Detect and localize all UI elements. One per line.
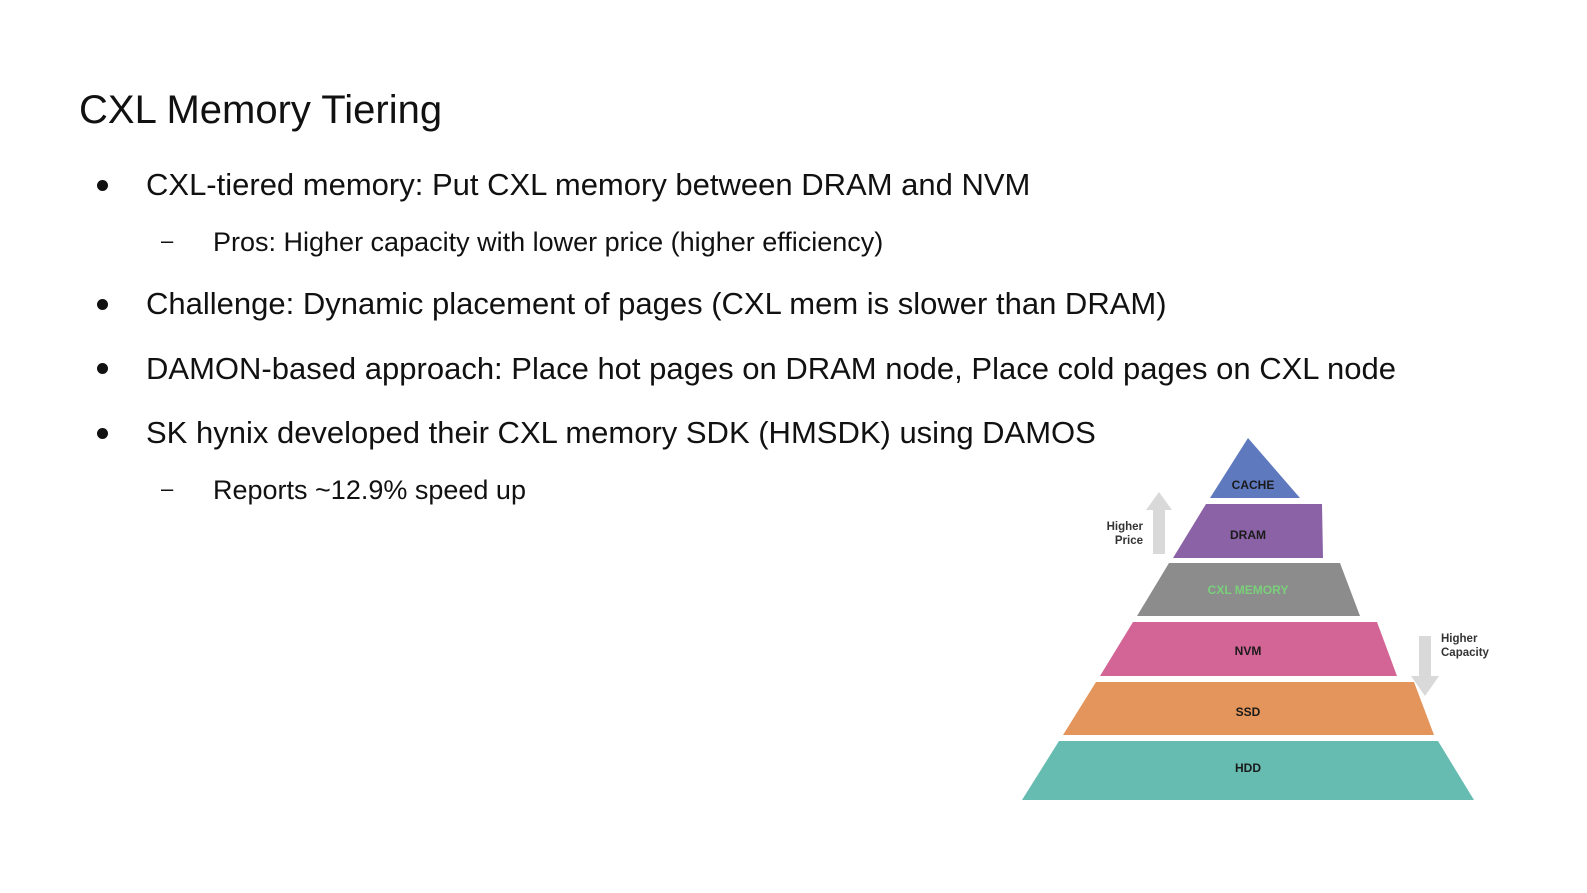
- bullet-dot: [97, 180, 108, 191]
- tier-nvm: [1100, 622, 1397, 676]
- bullet-1: CXL-tiered memory: Put CXL memory betwee…: [146, 167, 1031, 202]
- tier-cache: [1210, 438, 1300, 498]
- tier-label: DRAM: [1230, 528, 1266, 542]
- tier-label: HDD: [1235, 761, 1261, 775]
- bullet-dot: [97, 363, 108, 374]
- tier-cxl-memory: [1137, 563, 1360, 616]
- memory-hierarchy-pyramid: CACHE DRAM CXL MEMORY NVM SSD HDD Higher…: [1010, 430, 1510, 810]
- sub-bullet-dash: –: [161, 228, 174, 253]
- price-label-line2: Price: [1115, 535, 1143, 547]
- sub-bullet-1-1: Pros: Higher capacity with lower price (…: [213, 227, 884, 257]
- tier-dram: [1173, 504, 1323, 558]
- capacity-label-line2: Capacity: [1441, 647, 1490, 659]
- price-label-line1: Higher: [1107, 521, 1144, 533]
- bullet-dot: [97, 428, 108, 439]
- tier-hdd: [1022, 741, 1474, 800]
- tier-label: SSD: [1236, 705, 1261, 719]
- bullet-dot: [97, 299, 108, 310]
- tier-label: NVM: [1235, 644, 1262, 658]
- sub-bullet-dash: –: [161, 476, 174, 501]
- tier-label: CACHE: [1232, 478, 1275, 492]
- tier-ssd: [1063, 682, 1434, 735]
- tier-label: CXL MEMORY: [1208, 583, 1289, 597]
- arrow-up-icon: [1146, 492, 1172, 554]
- sub-bullet-4-1: Reports ~12.9% speed up: [213, 475, 526, 505]
- slide-title: CXL Memory Tiering: [79, 88, 443, 132]
- capacity-label-line1: Higher: [1441, 633, 1478, 645]
- bullet-4: SK hynix developed their CXL memory SDK …: [146, 415, 1096, 450]
- bullet-2: Challenge: Dynamic placement of pages (C…: [146, 286, 1167, 321]
- arrow-down-icon: [1411, 636, 1439, 696]
- bullet-3: DAMON-based approach: Place hot pages on…: [146, 351, 1396, 386]
